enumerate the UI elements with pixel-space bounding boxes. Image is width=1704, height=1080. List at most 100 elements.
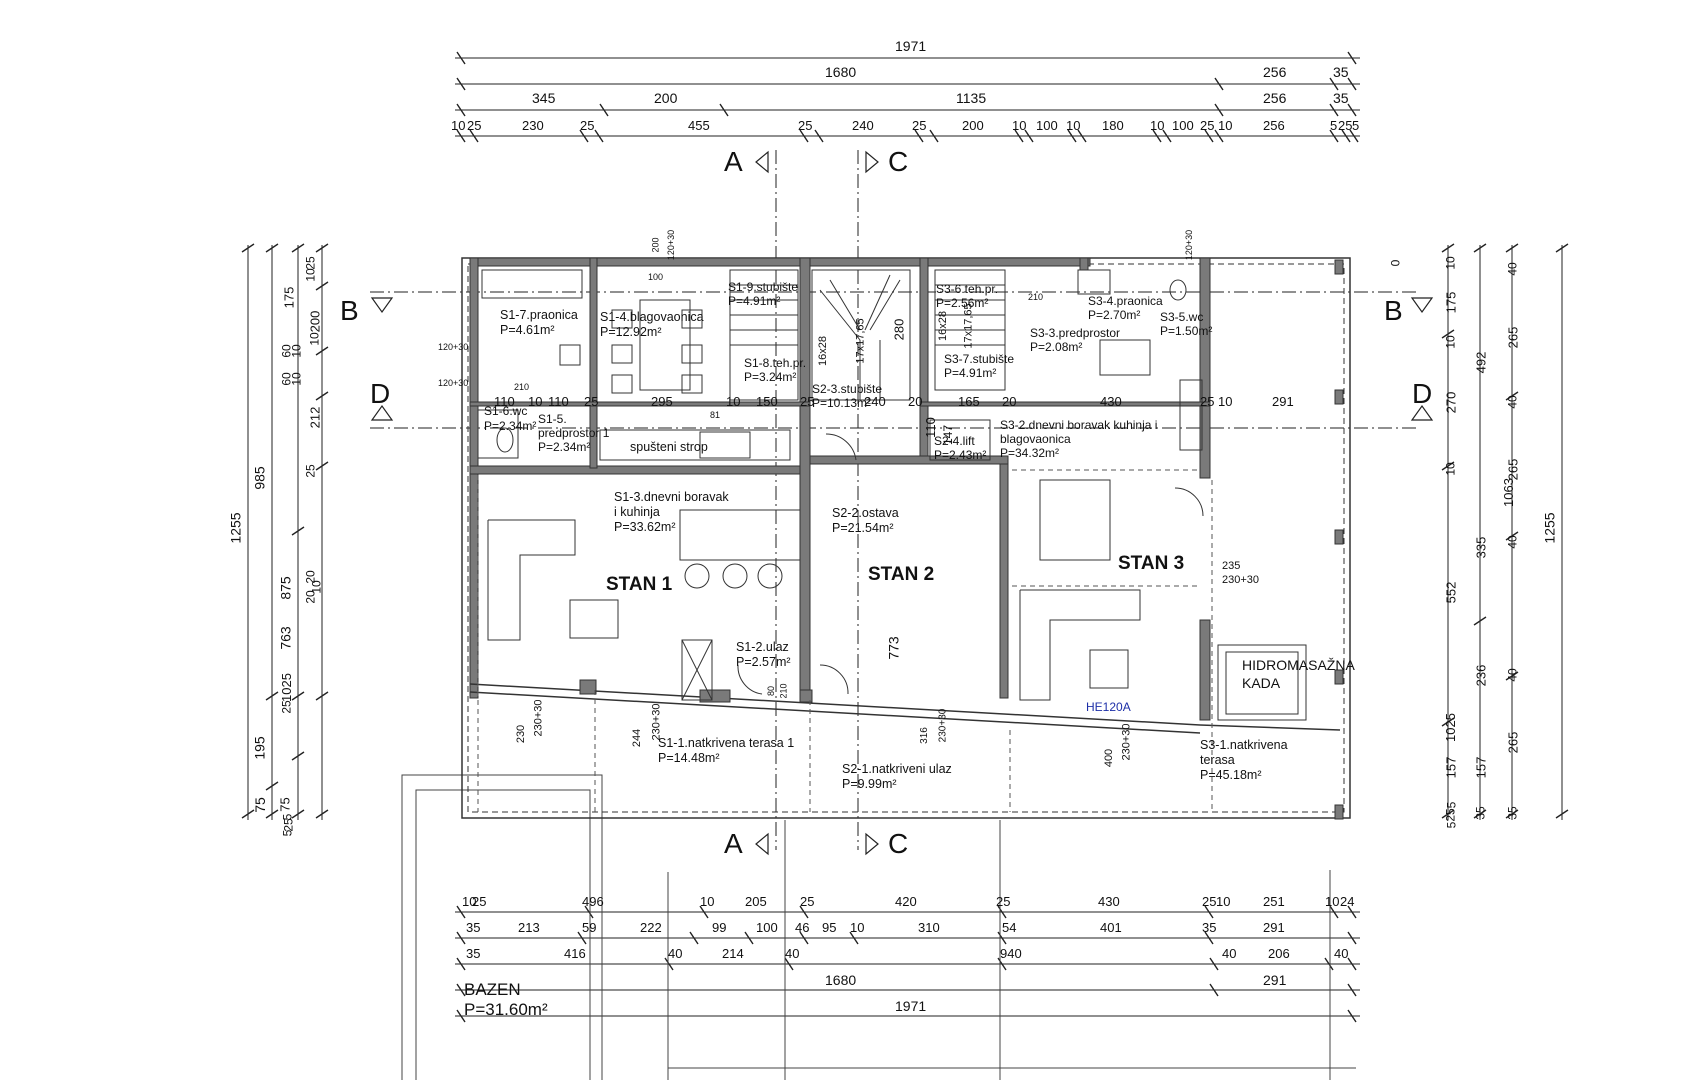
room-area: P=34.32m² [1000, 446, 1060, 460]
section-a-bottom: A [724, 828, 743, 859]
note-window-e: 120+30 [1184, 229, 1195, 261]
dim-bot-r2-h: 95 [822, 920, 837, 935]
dim-right-near-a: 0 [1388, 259, 1403, 267]
room-s3-5: S3-5.wc P=1.50m² [1160, 310, 1212, 338]
section-c-bottom: C [888, 828, 909, 859]
room-area: P=9.99m² [842, 777, 897, 791]
dim-bot-r4-a: 1680 [825, 972, 857, 988]
section-d-left: D [370, 378, 391, 409]
dim-top-r4-b: 25 [467, 118, 482, 133]
dim-left-inner-a: 875 [277, 576, 294, 600]
dim-bot-r1-h: 25 [996, 894, 1011, 909]
room-area: P=1.50m² [1160, 324, 1213, 338]
room-label: S1-5. predprostor 1 [538, 412, 610, 440]
note-ceiling: spušteni strop [630, 440, 708, 454]
room-label: S3-3.predprostor [1030, 326, 1121, 340]
dim-int-5: 295 [651, 394, 673, 409]
dim-int-31: 16x28 [816, 336, 829, 366]
dim-bot-r2-f: 100 [756, 920, 778, 935]
room-label: S3-6.teh.pr. [936, 282, 999, 296]
note-window-b: 120+30 [666, 229, 677, 261]
room-area: P=12.92m² [600, 325, 662, 339]
dim-int-27: 230+30 [1120, 723, 1133, 761]
dim-left-inner-d: 75 [277, 797, 293, 812]
thick-walls [469, 257, 1211, 721]
dim-left-inner-c: 1025 [278, 673, 294, 702]
dim-right-near-g: 552 [1443, 581, 1459, 604]
room-label: S3-7.stubište [944, 352, 1015, 366]
dim-bot-r1-g: 420 [895, 894, 917, 909]
dim-int-4: 25 [584, 394, 599, 409]
dim-bot-r2-a: 35 [466, 920, 481, 935]
dim-bot-r3-b: 416 [564, 946, 586, 961]
dim-bot-r2-j: 310 [918, 920, 940, 935]
room-area: P=2.34m² [538, 440, 591, 454]
note-window-d: 120+30 [438, 378, 469, 388]
section-markers [370, 150, 1434, 856]
dim-right-far-h: 35 [1505, 806, 1520, 820]
dim-right-far-b: 265 [1505, 326, 1521, 349]
room-s3-6: S3-6.teh.pr. P=2.56m² [936, 282, 998, 310]
dim-int-10: 20 [908, 394, 923, 409]
dim-top-r4-r: 256 [1263, 118, 1285, 133]
dim-left-near-k: 25 [303, 464, 318, 478]
dim-int-16: 10 [1218, 394, 1233, 409]
room-label: S1-9.stubište [728, 280, 799, 294]
dim-left-near-c: 175 [281, 286, 297, 309]
dim-int-13: 20 [1002, 394, 1017, 409]
dim-right-near-k: 25 [1443, 808, 1458, 822]
room-s1-2: S1-2.ulaz P=2.57m² [736, 640, 791, 670]
dim-bot-r1-n: 24 [1340, 894, 1355, 909]
dim-left-near-i: 10 [289, 372, 304, 386]
dim-bot-r1-j: 25 [1202, 894, 1217, 909]
dim-left-inner-g: 5 [280, 829, 295, 837]
pool-label-block: BAZEN P=31.60m² [464, 980, 548, 1020]
dim-right-mid-e: 157 [1473, 756, 1489, 779]
dim-right-far-d: 265 [1505, 458, 1521, 481]
dim-top-r4-p: 25 [1200, 118, 1215, 133]
section-b-right: B [1384, 295, 1403, 326]
dim-int-24: 244 [631, 728, 644, 748]
room-area: P=14.48m² [658, 751, 720, 765]
dim-top-r3-a: 345 [532, 90, 556, 106]
room-s1-4: S1-4.blagovaonica P=12.92m² [600, 310, 704, 340]
note-door-c: 210 [1028, 292, 1044, 302]
dim-left-mid-a: 985 [251, 466, 268, 490]
dim-int-3: 110 [548, 394, 569, 409]
dim-top-r3-e: 35 [1333, 90, 1349, 106]
dim-right-mid-d: 236 [1473, 664, 1489, 687]
room-area: P=2.56m² [936, 296, 989, 310]
dim-bot-r2-k: 54 [1002, 920, 1017, 935]
dim-top-r3-c: 1135 [956, 90, 987, 106]
dim-right-near-b: 10 [1443, 256, 1458, 270]
note-window-a: 200 [650, 237, 661, 253]
dim-top-r4-h: 25 [912, 118, 927, 133]
dim-int-8: 25 [800, 394, 815, 409]
dim-top-r4-a: 10 [451, 118, 466, 133]
dim-bot-r1-i: 430 [1098, 894, 1120, 909]
pool-outline [401, 774, 1356, 1080]
dim-right-outer: 1255 [1541, 512, 1558, 544]
dim-bot-r4-b: 291 [1263, 972, 1287, 988]
unit-label-stan-2: STAN 2 [868, 564, 935, 585]
dim-top-r2-c: 35 [1333, 64, 1349, 80]
section-c-top: C [888, 146, 909, 177]
dim-bot-r5-a: 1971 [895, 998, 927, 1014]
room-area: P=4.91m² [728, 294, 781, 308]
dim-top-r4-m: 180 [1102, 118, 1124, 133]
room-label: S3-4.praonica [1088, 294, 1163, 308]
section-lines [370, 150, 1420, 850]
note-door-b: 210 [514, 382, 530, 392]
dim-int-22: 230 [515, 724, 528, 744]
room-s2-3: S2-3.stubište P=10.13m² [812, 382, 882, 410]
room-s1-5: S1-5. predprostor 1 P=2.34m² [538, 412, 628, 454]
dim-left-inner-b: 763 [277, 626, 294, 650]
dim-bot-r1-a: 10 [462, 894, 477, 909]
dim-bot-r1-e: 205 [745, 894, 767, 909]
dim-right-near-d: 10 [1443, 335, 1458, 349]
dim-int-9: 240 [864, 394, 886, 409]
dim-int-21: 230+30 [1222, 574, 1260, 586]
room-area: P=33.62m² [614, 520, 676, 534]
dim-bot-r1-d: 10 [700, 894, 715, 909]
